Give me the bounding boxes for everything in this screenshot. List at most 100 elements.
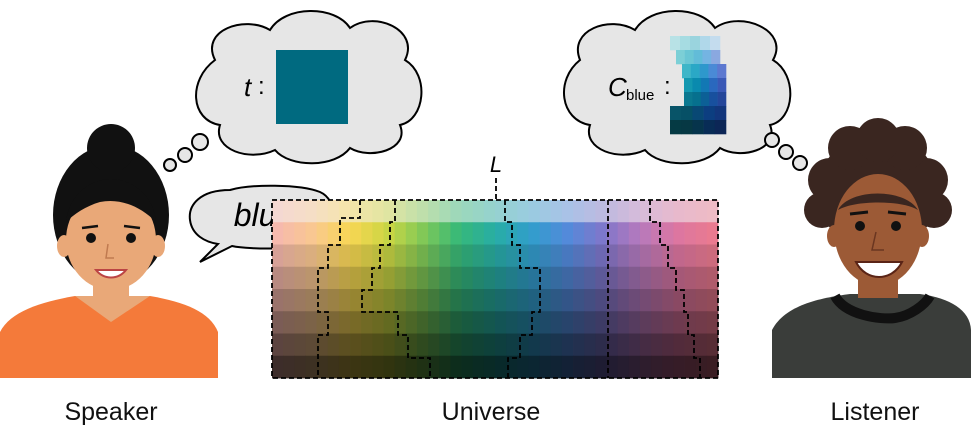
color-chip [517, 266, 529, 290]
thought-dot [177, 147, 193, 163]
color-chip [327, 200, 340, 223]
color-chip [450, 311, 462, 334]
color-chip [573, 200, 585, 223]
color-chip [528, 244, 540, 268]
color-chip [495, 311, 507, 334]
color-chip [283, 222, 295, 245]
blue-category-swatches [670, 36, 727, 135]
color-chip [606, 355, 619, 379]
target-color-swatch [276, 50, 348, 124]
color-chip [327, 266, 340, 290]
color-chip [695, 311, 708, 334]
color-chip [684, 311, 697, 334]
color-chip [561, 244, 574, 268]
category-color-chip [692, 106, 704, 121]
color-chip [506, 311, 518, 334]
color-chip [584, 289, 596, 312]
color-chip [595, 311, 607, 334]
color-chip [439, 266, 451, 290]
lexicon-label: L [490, 152, 502, 177]
color-chip [450, 244, 462, 268]
color-chip [472, 355, 485, 379]
color-chip [617, 289, 630, 312]
category-color-chip [670, 120, 682, 135]
color-chip [706, 311, 719, 334]
color-chip [539, 244, 552, 268]
thought-dot [778, 144, 794, 160]
color-chip [517, 200, 529, 223]
color-chip [383, 355, 396, 379]
color-chip [439, 355, 451, 379]
color-chip [506, 333, 518, 357]
color-chip [472, 222, 485, 245]
color-chip [651, 289, 663, 312]
color-chip [606, 222, 619, 245]
color-chip [628, 311, 641, 334]
color-chip [684, 200, 697, 223]
color-chip [595, 289, 607, 312]
color-chip [539, 266, 552, 290]
color-chip [539, 289, 552, 312]
color-chip [595, 244, 607, 268]
color-chip [361, 244, 373, 268]
color-chip [561, 266, 574, 290]
category-color-chip [693, 50, 703, 65]
color-chip [383, 200, 396, 223]
category-color-chip [682, 64, 692, 79]
color-chip [662, 355, 674, 379]
category-color-chip [703, 106, 716, 121]
color-chip [305, 200, 317, 223]
color-chip [495, 222, 507, 245]
color-chip [428, 200, 440, 223]
color-chip [584, 355, 596, 379]
color-chip [294, 266, 306, 290]
color-chip [550, 266, 563, 290]
color-chip [405, 200, 418, 223]
color-chip [628, 333, 641, 357]
color-chip [528, 289, 540, 312]
color-chip [539, 333, 552, 357]
color-chip [461, 200, 474, 223]
color-chip [483, 244, 496, 268]
color-chip [483, 311, 496, 334]
color-chip [283, 289, 295, 312]
color-chip [405, 244, 418, 268]
color-chip [350, 244, 362, 268]
color-chip [405, 266, 418, 290]
color-chip [305, 266, 317, 290]
color-chip [517, 244, 529, 268]
speaker-shirt [0, 296, 218, 378]
color-chip [695, 266, 708, 290]
color-chip [405, 311, 418, 334]
color-chip [461, 244, 474, 268]
color-chip [461, 333, 474, 357]
color-chip [350, 222, 362, 245]
color-chip [294, 311, 306, 334]
color-chip [517, 311, 529, 334]
category-color-chip [710, 36, 721, 51]
category-color-chip [700, 36, 711, 51]
color-chip [361, 311, 373, 334]
color-chip [338, 244, 351, 268]
color-chip [416, 200, 429, 223]
color-chip [639, 289, 652, 312]
color-chip [361, 333, 373, 357]
color-chip [606, 289, 619, 312]
color-chip [272, 333, 284, 357]
color-chip [461, 289, 474, 312]
color-chip [361, 355, 373, 379]
color-chip [316, 289, 329, 312]
color-chip [350, 355, 362, 379]
category-color-chip [690, 64, 700, 79]
color-chip [305, 289, 317, 312]
color-chip [561, 200, 574, 223]
color-chip [673, 266, 685, 290]
category-color-chip [690, 36, 701, 51]
color-chip [584, 244, 596, 268]
color-chip [338, 311, 351, 334]
color-chip [338, 355, 351, 379]
color-chip [305, 222, 317, 245]
color-chip [639, 355, 652, 379]
color-chip [673, 200, 685, 223]
color-chip [573, 311, 585, 334]
